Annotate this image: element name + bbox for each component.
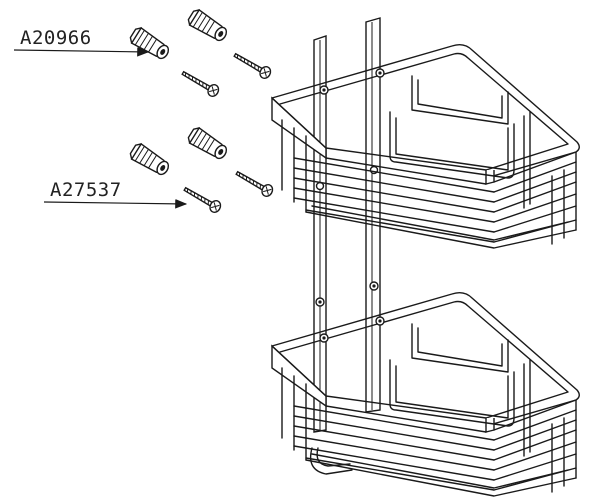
part-label-a27537: A27537: [50, 179, 122, 201]
screw-3: [181, 183, 224, 215]
wall-rails: [313, 17, 381, 433]
label-group-a20966: A20966: [13, 27, 150, 57]
screw-4: [233, 167, 276, 199]
screw-2: [231, 49, 274, 81]
wall-plug-4: [185, 125, 231, 163]
part-label-a20966: A20966: [20, 27, 92, 49]
wall-plug-2: [185, 7, 231, 45]
wall-plug-1: [127, 25, 173, 63]
wall-plug-3: [127, 141, 173, 179]
label-group-a27537: A27537: [43, 179, 188, 209]
screw-1: [179, 67, 222, 99]
bottom-hook: [309, 447, 353, 475]
